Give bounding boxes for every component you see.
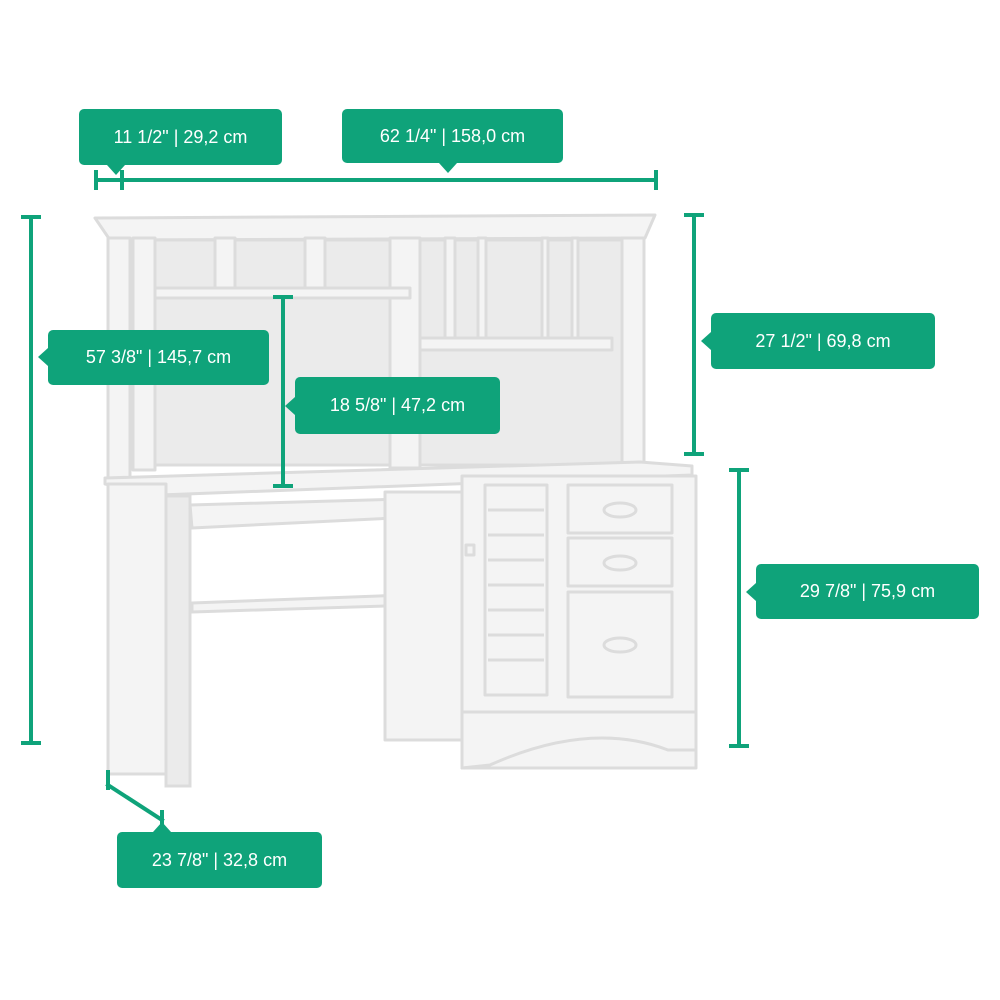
dimension-lines	[21, 170, 749, 830]
drawer-top-pull	[602, 501, 638, 519]
hutch-side-depth-text: 11 1/2" | 29,2 cm	[113, 126, 248, 147]
door-knob	[464, 543, 476, 557]
hutch-height-text: 27 1/2" | 69,8 cm	[755, 330, 891, 351]
desk-depth-text: 23 7/8" | 32,8 cm	[151, 849, 288, 870]
hutch-height-label: 27 1/2" | 69,8 cm	[701, 313, 935, 369]
desk-height-line	[729, 468, 749, 748]
drawer-file-pull	[602, 636, 638, 654]
hutch	[93, 213, 657, 480]
hutch-height-line	[684, 213, 704, 456]
overall-height-text: 57 3/8" | 145,7 cm	[85, 347, 232, 367]
hutch-cubbies-left	[213, 236, 327, 290]
hutch-cubbies-right	[443, 236, 580, 340]
hutch-right-side	[620, 236, 646, 470]
overall-height-line	[21, 215, 41, 745]
desk-depth-line	[105, 770, 165, 830]
hutch-side-depth-label: 11 1/2" | 29,2 cm	[79, 109, 282, 175]
desk	[103, 460, 698, 788]
file-sorter-frame	[483, 483, 549, 697]
desk-height-text: 29 7/8" | 75,9 cm	[799, 581, 936, 601]
file-sorter-slots	[488, 508, 544, 662]
overall-height-label: 57 3/8" | 145,7 cm	[38, 330, 269, 385]
hutch-right-shelf	[418, 336, 614, 352]
overall-width-text: 62 1/4" | 158,0 cm	[379, 125, 526, 146]
desk-height-label: 29 7/8" | 75,9 cm	[746, 564, 979, 619]
overall-width-line	[120, 170, 658, 190]
pedestal-base-arch	[460, 710, 698, 770]
pedestal-side	[383, 490, 467, 742]
drawer-top	[566, 483, 674, 535]
drawer-middle-pull	[602, 554, 638, 572]
hutch-side-depth-line	[94, 170, 122, 190]
hutch-opening-height-label: 18 5/8" | 47,2 cm	[285, 377, 500, 434]
hutch-crown	[93, 213, 657, 242]
desk-left-front	[164, 494, 192, 788]
hutch-opening-height-line	[273, 295, 293, 488]
overall-width-label: 62 1/4" | 158,0 cm	[342, 109, 563, 173]
desk-depth-label: 23 7/8" | 32,8 cm	[117, 822, 322, 888]
hutch-opening-height-text: 18 5/8" | 47,2 cm	[329, 395, 466, 415]
desk-left-panel	[106, 482, 168, 776]
